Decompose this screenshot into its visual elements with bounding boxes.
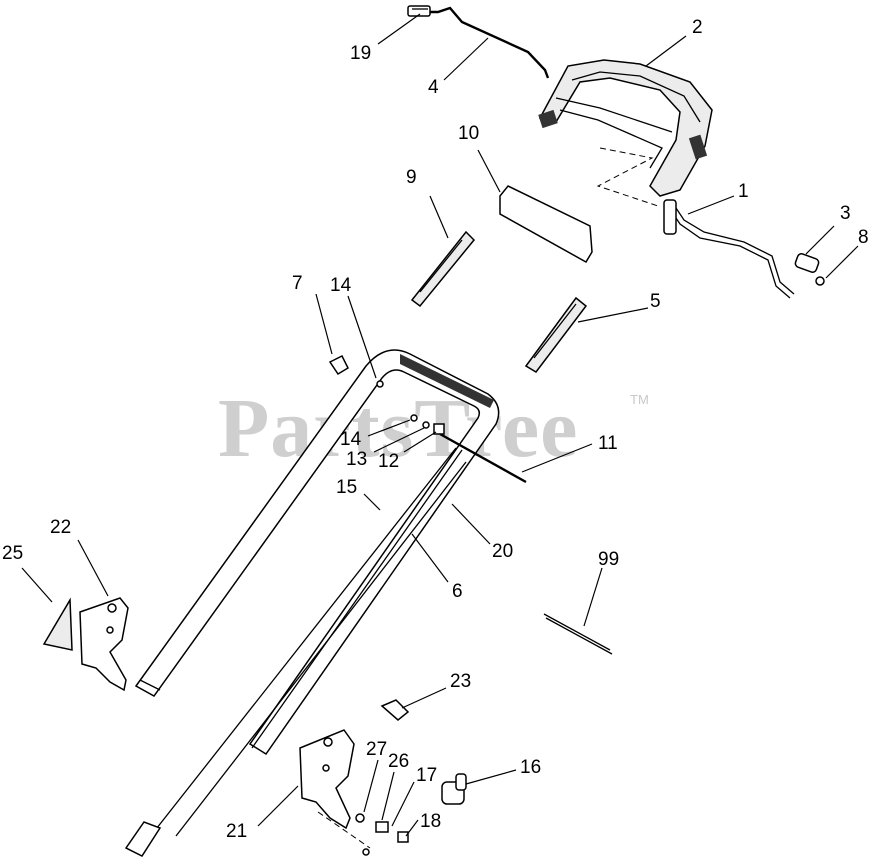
bracket-7: [328, 354, 349, 376]
tube-20: [251, 449, 463, 749]
callout-12: 12: [378, 451, 400, 472]
callout-99: 99: [598, 549, 620, 570]
callout-25: 25: [2, 543, 24, 564]
callout-3: 3: [840, 203, 851, 224]
grip-right: [524, 296, 588, 373]
callout-1: 1: [738, 181, 749, 202]
callout-21: 21: [226, 821, 248, 842]
bolt-11: [439, 432, 527, 484]
washer-27: [355, 813, 365, 823]
bolt-17: [362, 848, 370, 856]
nut-12: [433, 423, 445, 435]
cable-end: [124, 821, 162, 857]
callout-2: 2: [692, 17, 703, 38]
cover-plate: [499, 185, 593, 264]
callout-14: 14: [340, 429, 362, 450]
callout-14-top: 14: [330, 275, 352, 296]
control-rod: [407, 5, 550, 79]
bracket-21: [299, 729, 355, 830]
callout-17: 17: [416, 765, 438, 786]
nut-18: [397, 831, 409, 843]
callout-7: 7: [292, 273, 303, 294]
washer-13: [422, 421, 430, 429]
callout-13: 13: [346, 449, 368, 470]
callout-6: 6: [452, 581, 463, 602]
callout-23: 23: [450, 671, 472, 692]
callout-19: 19: [350, 43, 372, 64]
callout-8: 8: [858, 227, 869, 248]
watermark-trademark: TM: [630, 392, 649, 407]
callout-16: 16: [520, 757, 542, 778]
callout-20: 20: [492, 541, 514, 562]
callout-18: 18: [420, 811, 442, 832]
spacer-26: [375, 821, 389, 833]
clip-23: [380, 699, 410, 721]
nut: [815, 276, 825, 286]
decal-25: [42, 597, 73, 651]
callout-22: 22: [50, 517, 72, 538]
washer-14: [410, 414, 418, 422]
watermark: PartsTree: [218, 382, 579, 475]
callout-11: 11: [598, 433, 618, 454]
washer-14b: [376, 380, 384, 388]
bail-handle: [538, 59, 713, 207]
cable-clip: [794, 253, 820, 273]
callout-26: 26: [388, 751, 410, 772]
callout-5: 5: [650, 291, 661, 312]
bracket-22: [79, 597, 129, 692]
callout-10: 10: [458, 123, 480, 144]
leader-lines: [21, 13, 859, 837]
cable-15: [137, 447, 457, 853]
upper-handle: [134, 349, 500, 756]
cable-tie: [543, 613, 611, 651]
callout-4: 4: [428, 77, 439, 98]
cable-assembly: [663, 199, 795, 299]
callout-9: 9: [406, 167, 417, 188]
knob-16: [441, 773, 467, 805]
callout-15: 15: [336, 477, 358, 498]
grip-left: [410, 230, 476, 308]
callout-27: 27: [366, 739, 388, 760]
